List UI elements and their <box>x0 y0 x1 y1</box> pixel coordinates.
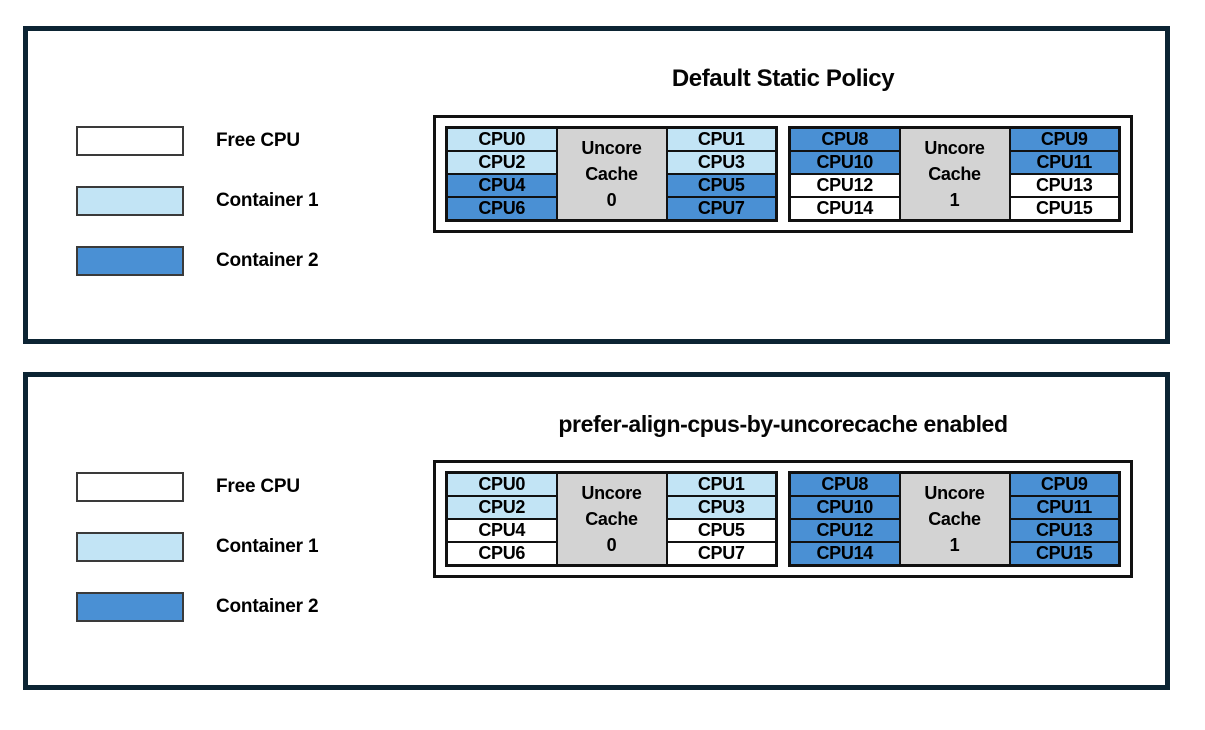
panel-default-static-policy: Free CPU Container 1 Container 2 Default… <box>23 26 1170 344</box>
socket-bottom: CPU0 CPU2 CPU4 CPU6 Uncore Cache 0 CPU1 … <box>433 460 1133 578</box>
cpu-cell: CPU14 <box>790 542 900 565</box>
cpu-cell: CPU8 <box>790 473 900 496</box>
cpu-cell: CPU2 <box>447 496 557 519</box>
cpu-cell: CPU15 <box>1009 197 1119 220</box>
cpu-cell: CPU9 <box>1009 473 1119 496</box>
cpu-column-right-cache0-bottom: CPU1 CPU3 CPU5 CPU7 <box>666 473 776 565</box>
uncore-cache-line-1: Uncore <box>581 137 642 158</box>
uncore-cache-line-2: Cache <box>928 163 981 184</box>
cpu-cell: CPU3 <box>666 151 776 174</box>
legend-row-container-1: Container 1 <box>76 171 386 231</box>
uncore-cache-line-3: 1 <box>949 535 960 556</box>
cache-group-1-top: CPU8 CPU10 CPU12 CPU14 Uncore Cache 1 CP… <box>788 126 1121 222</box>
cpu-cell: CPU7 <box>666 197 776 220</box>
uncore-cache-line-1: Uncore <box>924 482 985 503</box>
cpu-cell: CPU0 <box>447 473 557 496</box>
cpu-cell: CPU5 <box>666 174 776 197</box>
cache-group-0-bottom: CPU0 CPU2 CPU4 CPU6 Uncore Cache 0 CPU1 … <box>445 471 778 567</box>
cpu-cell: CPU1 <box>666 128 776 151</box>
diagram-bottom: prefer-align-cpus-by-uncorecache enabled… <box>433 411 1133 578</box>
legend-label-container-2: Container 2 <box>216 596 319 617</box>
uncore-cache-line-2: Cache <box>585 508 638 529</box>
cpu-cell: CPU13 <box>1009 174 1119 197</box>
cpu-cell: CPU9 <box>1009 128 1119 151</box>
cpu-cell: CPU4 <box>447 519 557 542</box>
cpu-cell: CPU12 <box>790 519 900 542</box>
cpu-cell: CPU15 <box>1009 542 1119 565</box>
cpu-column-left-cache1-bottom: CPU8 CPU10 CPU12 CPU14 <box>790 473 900 565</box>
cpu-cell: CPU14 <box>790 197 900 220</box>
cpu-column-right-cache1-bottom: CPU9 CPU11 CPU13 CPU15 <box>1009 473 1119 565</box>
cpu-cell: CPU0 <box>447 128 557 151</box>
legend-label-free-cpu: Free CPU <box>216 130 300 151</box>
legend-label-container-2: Container 2 <box>216 250 319 271</box>
cpu-cell: CPU2 <box>447 151 557 174</box>
diagram-top: Default Static Policy CPU0 CPU2 CPU4 CPU… <box>433 65 1133 233</box>
uncore-cache-1-label-top: Uncore Cache 1 <box>899 128 1010 220</box>
cpu-cell: CPU4 <box>447 174 557 197</box>
legend-label-container-1: Container 1 <box>216 190 319 211</box>
legend-swatch-container-2 <box>76 592 184 622</box>
socket-top: CPU0 CPU2 CPU4 CPU6 Uncore Cache 0 CPU1 … <box>433 115 1133 233</box>
uncore-cache-line-3: 1 <box>949 190 960 211</box>
cpu-cell: CPU13 <box>1009 519 1119 542</box>
cpu-cell: CPU11 <box>1009 496 1119 519</box>
cpu-column-left-cache0-bottom: CPU0 CPU2 CPU4 CPU6 <box>447 473 557 565</box>
diagram-title-bottom: prefer-align-cpus-by-uncorecache enabled <box>558 411 1008 437</box>
cpu-column-right-cache1-top: CPU9 CPU11 CPU13 CPU15 <box>1009 128 1119 220</box>
cpu-cell: CPU10 <box>790 151 900 174</box>
legend-row-free-cpu: Free CPU <box>76 457 386 517</box>
uncore-cache-line-3: 0 <box>606 190 617 211</box>
uncore-cache-line-2: Cache <box>928 508 981 529</box>
cpu-cell: CPU11 <box>1009 151 1119 174</box>
legend-label-free-cpu: Free CPU <box>216 476 300 497</box>
cpu-cell: CPU12 <box>790 174 900 197</box>
uncore-cache-1-label-bottom: Uncore Cache 1 <box>899 473 1010 565</box>
panel-prefer-align-cpus-by-uncorecache: Free CPU Container 1 Container 2 prefer-… <box>23 372 1170 690</box>
cpu-cell: CPU8 <box>790 128 900 151</box>
cpu-cell: CPU10 <box>790 496 900 519</box>
cpu-cell: CPU7 <box>666 542 776 565</box>
legend-label-container-1: Container 1 <box>216 536 319 557</box>
uncore-cache-0-label-bottom: Uncore Cache 0 <box>556 473 667 565</box>
cpu-column-left-cache1-top: CPU8 CPU10 CPU12 CPU14 <box>790 128 900 220</box>
legend-bottom: Free CPU Container 1 Container 2 <box>76 457 386 637</box>
legend-row-container-2: Container 2 <box>76 231 386 291</box>
legend-row-container-2: Container 2 <box>76 577 386 637</box>
cpu-cell: CPU6 <box>447 542 557 565</box>
uncore-cache-line-1: Uncore <box>581 482 642 503</box>
cpu-column-right-cache0-top: CPU1 CPU3 CPU5 CPU7 <box>666 128 776 220</box>
legend-row-container-1: Container 1 <box>76 517 386 577</box>
legend-swatch-container-2 <box>76 246 184 276</box>
cpu-cell: CPU3 <box>666 496 776 519</box>
legend-swatch-container-1 <box>76 532 184 562</box>
uncore-cache-0-label-top: Uncore Cache 0 <box>556 128 667 220</box>
uncore-cache-line-1: Uncore <box>924 137 985 158</box>
uncore-cache-line-3: 0 <box>606 535 617 556</box>
legend-top: Free CPU Container 1 Container 2 <box>76 111 386 291</box>
cpu-cell: CPU5 <box>666 519 776 542</box>
legend-row-free-cpu: Free CPU <box>76 111 386 171</box>
cache-group-1-bottom: CPU8 CPU10 CPU12 CPU14 Uncore Cache 1 CP… <box>788 471 1121 567</box>
cpu-column-left-cache0-top: CPU0 CPU2 CPU4 CPU6 <box>447 128 557 220</box>
cpu-cell: CPU1 <box>666 473 776 496</box>
uncore-cache-line-2: Cache <box>585 163 638 184</box>
legend-swatch-free-cpu <box>76 472 184 502</box>
cache-group-0-top: CPU0 CPU2 CPU4 CPU6 Uncore Cache 0 CPU1 … <box>445 126 778 222</box>
diagram-title-top: Default Static Policy <box>671 65 895 92</box>
cpu-cell: CPU6 <box>447 197 557 220</box>
legend-swatch-free-cpu <box>76 126 184 156</box>
legend-swatch-container-1 <box>76 186 184 216</box>
